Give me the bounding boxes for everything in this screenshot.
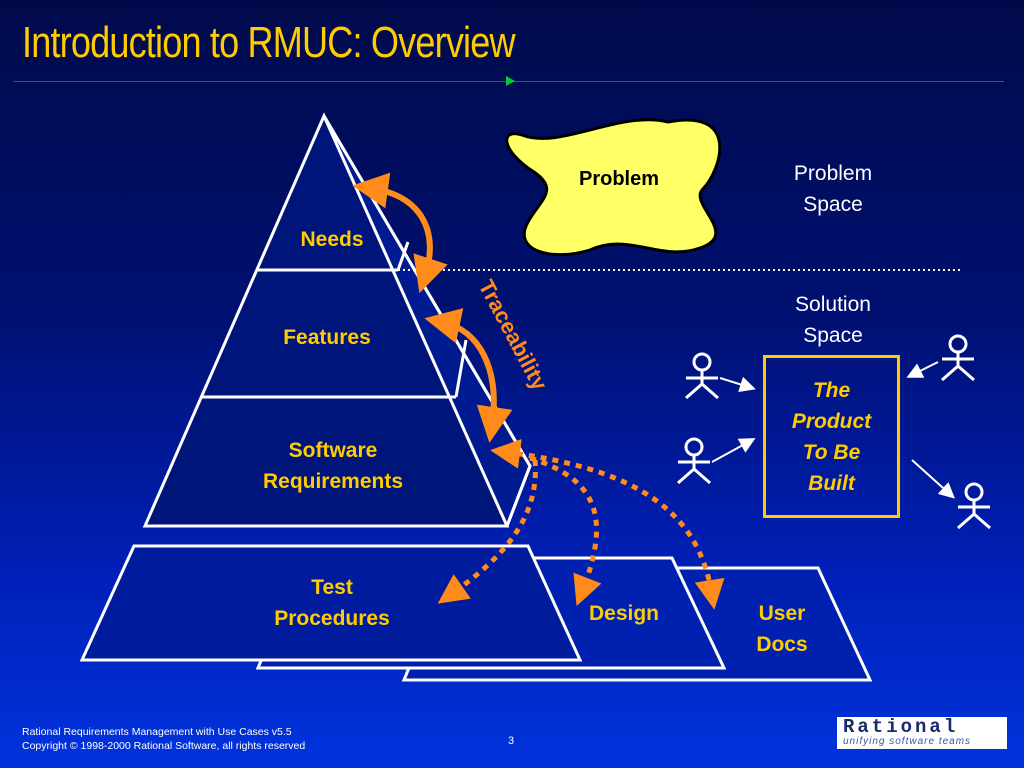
footer-course-title: Rational Requirements Management with Us… [22,726,292,738]
actor-figures [677,334,991,530]
dotted-trace-arrows [437,438,725,610]
logo-tagline: unifying software teams [843,736,972,747]
actor-icon [957,482,991,530]
needs-label: Needs [300,228,364,251]
actor-icon [685,352,719,400]
solution-space-label: Solution Space [795,293,871,347]
product-box: The Product To Be Built [763,355,900,518]
rational-logo: Rational unifying software teams [837,717,1007,749]
actor-icon [677,437,711,485]
logo-wordmark: Rational [843,716,959,738]
problem-blob [505,118,722,257]
traceability-arrows [352,172,513,443]
page-number: 3 [508,735,515,747]
features-label: Features [283,326,371,349]
software-requirements-label: Software Requirements [262,439,404,493]
user-docs-label: User Docs [756,602,808,656]
test-procedures-label: Test Procedures [274,576,390,630]
problem-label: Problem [578,168,660,190]
footer-copyright: Copyright © 1998-2000 Rational Software,… [22,740,306,752]
actor-arrows [711,361,955,499]
design-label: Design [588,602,659,625]
rule-arrow-icon [506,76,515,86]
problem-space-label: Problem Space [793,162,873,216]
actor-icon [941,334,975,382]
traceability-label: Traceability [474,276,553,395]
pyramid-front [142,112,510,528]
slide-title: Introduction to RMUC: Overview [22,18,516,67]
product-label: The Product To Be Built [791,378,872,495]
